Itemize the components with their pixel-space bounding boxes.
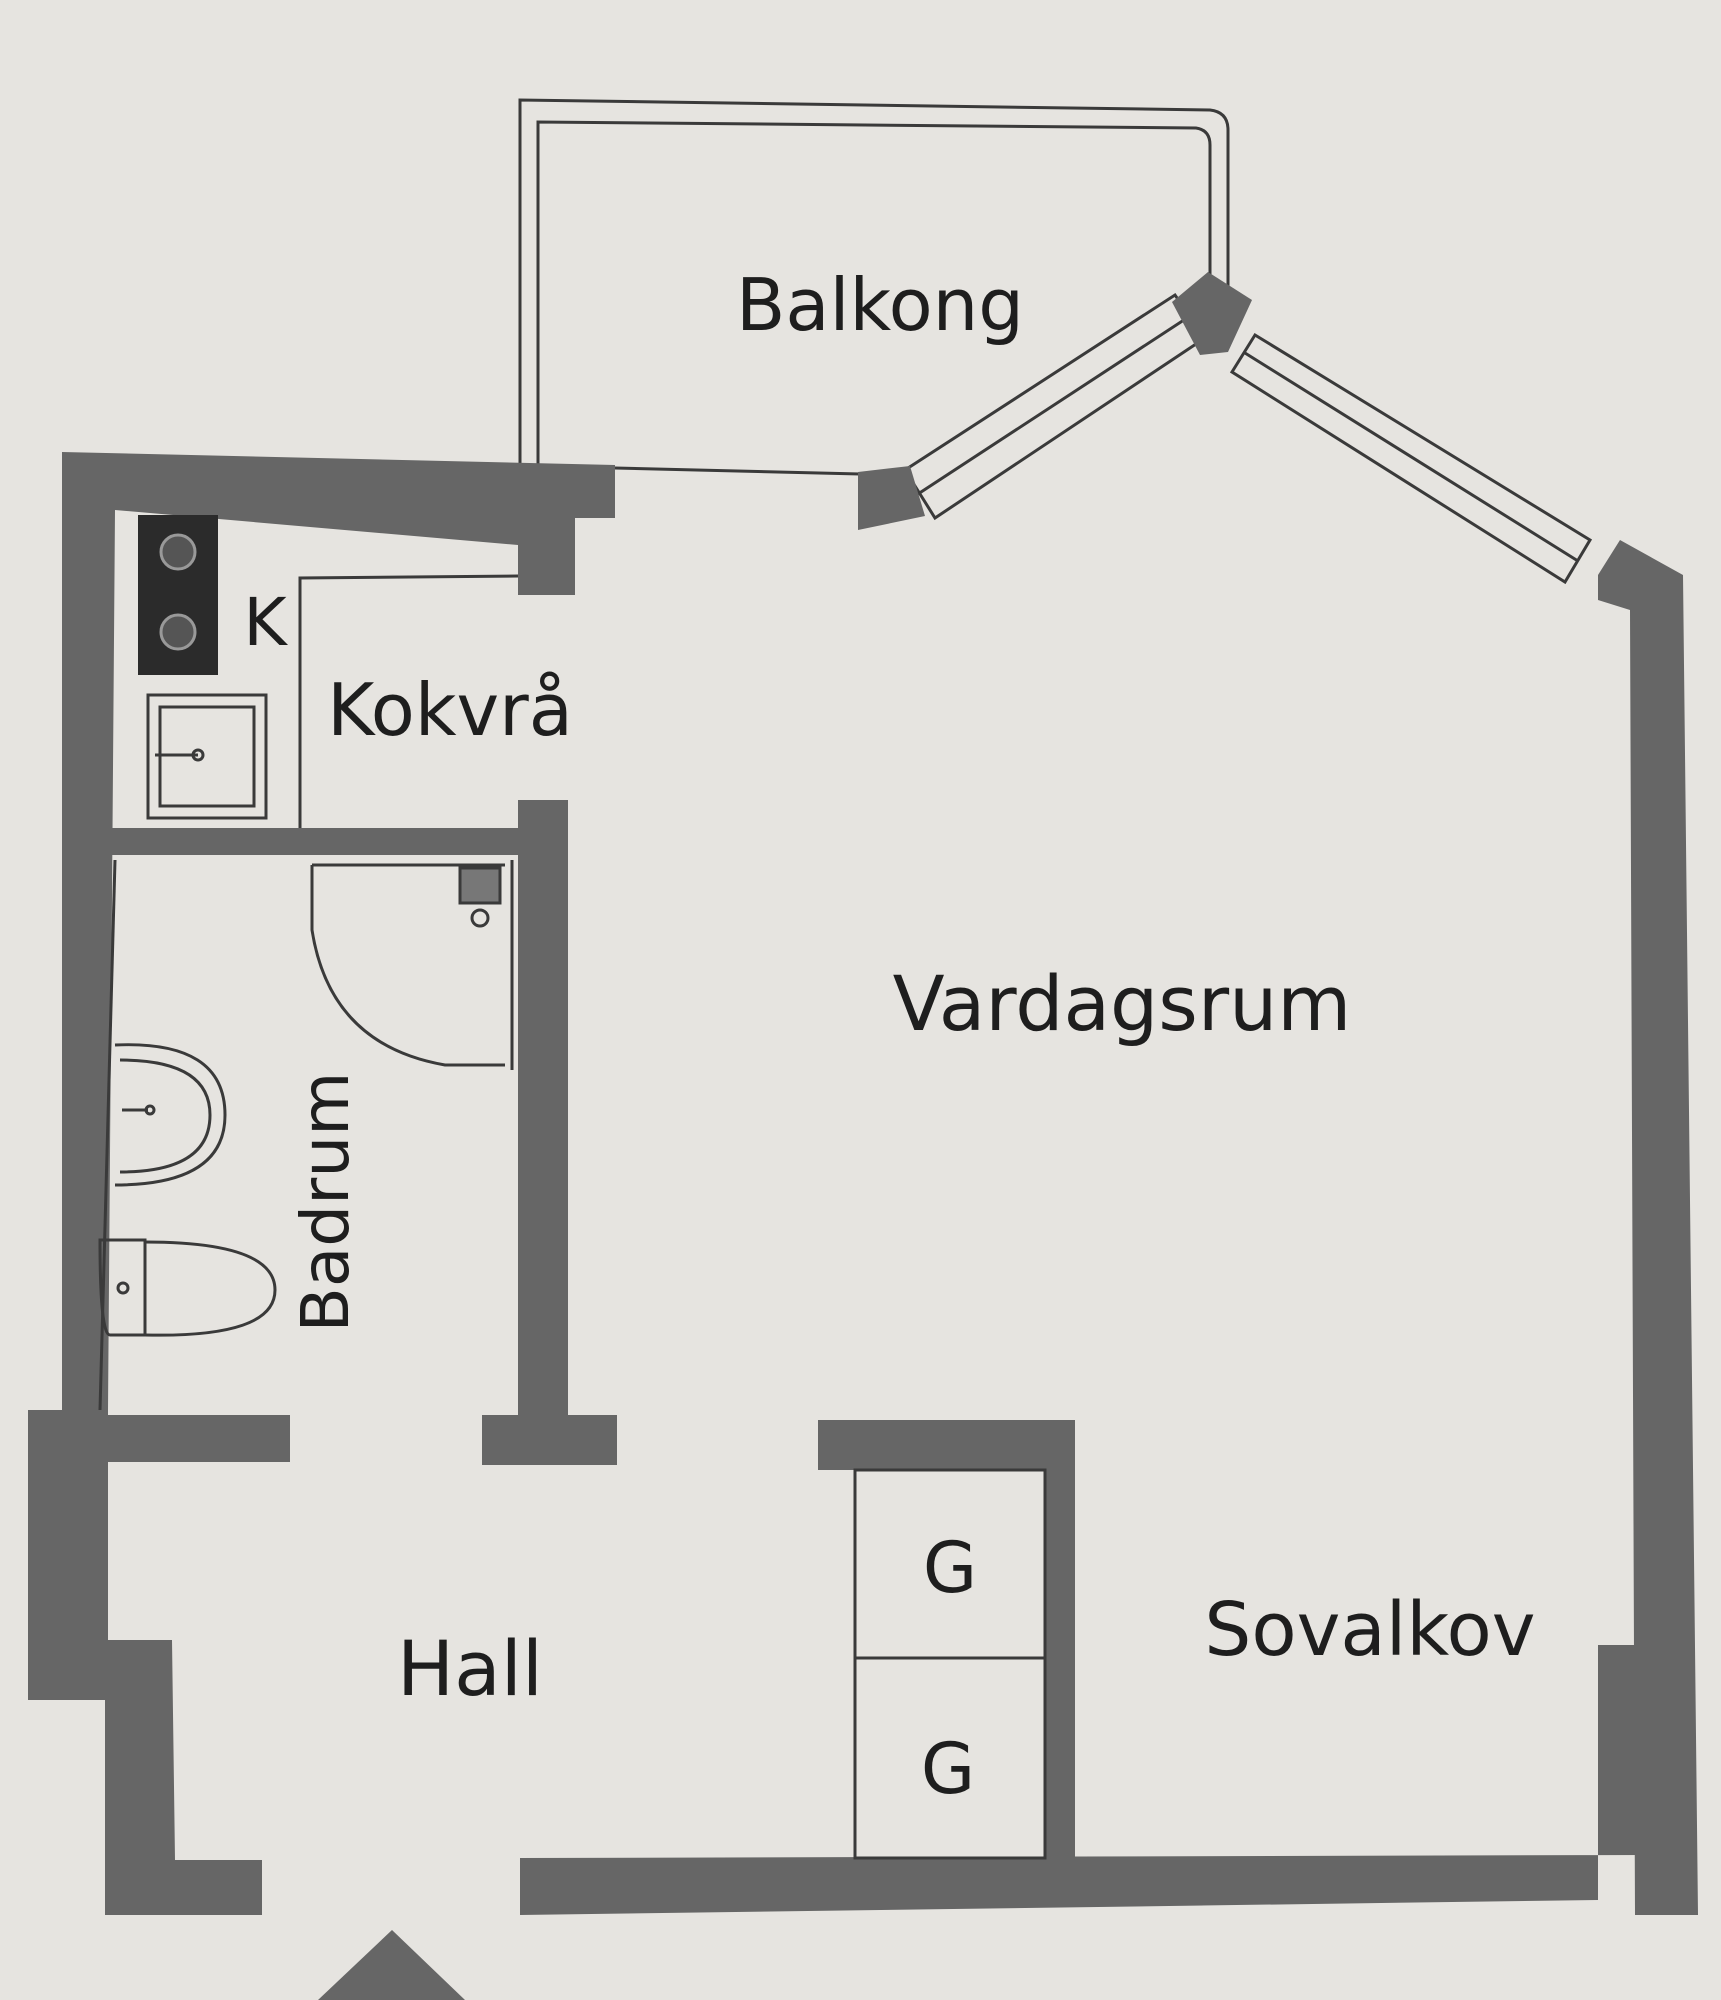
walls	[28, 272, 1698, 1915]
wall-left-lower	[28, 1410, 262, 1915]
label-g2: G	[921, 1728, 975, 1810]
kitchen-sink-icon	[146, 693, 268, 820]
wall-wardrobe	[818, 1420, 1075, 1858]
wall-bath-right	[518, 800, 568, 1420]
label-vardagsrum: Vardagsrum	[893, 959, 1352, 1048]
pillar-top	[1172, 272, 1252, 355]
pillar-left	[858, 466, 925, 530]
window-frames	[614, 292, 1593, 585]
wall-right	[1598, 540, 1698, 1915]
toilet-icon	[98, 1238, 277, 1337]
entrance-arrow-icon	[318, 1930, 465, 2000]
label-sovalkov: Sovalkov	[1204, 1587, 1535, 1673]
wall-bath-stub	[482, 1415, 617, 1465]
washbasin-icon	[114, 1043, 227, 1187]
shower-icon	[310, 863, 505, 1067]
wall-bottom	[520, 1645, 1635, 1915]
wall-kitchen-bath	[112, 828, 522, 855]
wardrobe	[853, 1468, 1047, 1860]
wall-top-left	[62, 452, 615, 1410]
label-badrum: Badrum	[287, 1072, 364, 1333]
balcony-outline	[518, 98, 1230, 465]
label-balkong: Balkong	[736, 263, 1024, 347]
kitchen-counter-line	[298, 574, 519, 828]
label-kokvra: Kokvrå	[327, 668, 573, 752]
label-hall: Hall	[397, 1624, 543, 1713]
wall-hall-left-stub	[95, 1415, 290, 1462]
label-k: K	[243, 584, 288, 661]
fixtures	[98, 574, 1047, 1860]
label-g1: G	[923, 1527, 977, 1609]
stove-icon	[138, 515, 218, 675]
